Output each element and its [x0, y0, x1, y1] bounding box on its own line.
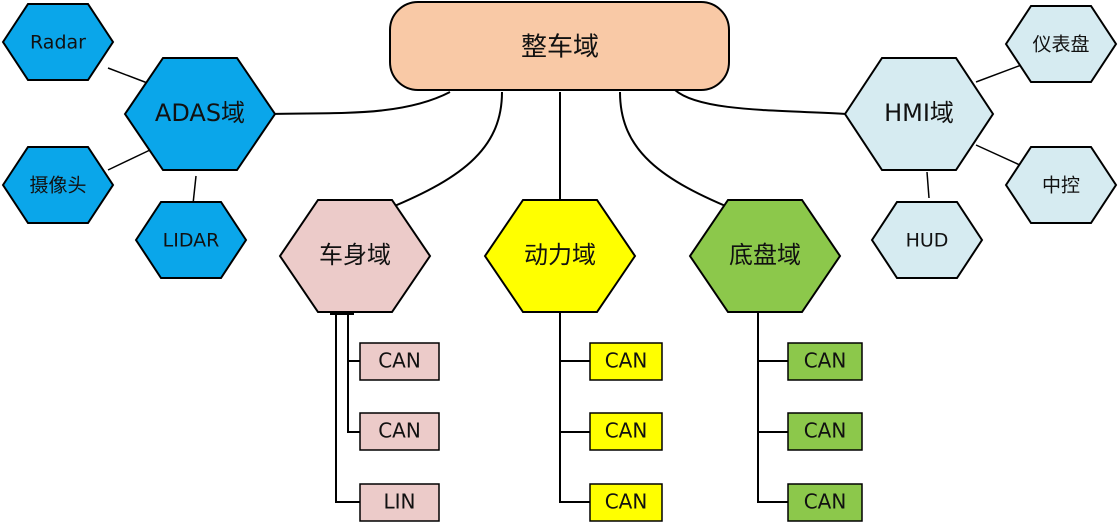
connector-hmi-cluster [975, 63, 1025, 83]
camera-sensor-label: 摄像头 [29, 175, 86, 197]
power-domain-hex [483, 199, 637, 313]
lidar-sensor-label: LIDAR [163, 230, 220, 252]
cluster-device-hex [1004, 5, 1118, 83]
adas-domain: ADAS域 Radar 摄像头 LIDAR [1, 3, 277, 279]
radar-sensor-hex [1, 3, 115, 81]
root-node-box [389, 1, 730, 91]
chassis-domain-label: 底盘域 [729, 241, 801, 269]
hmi-domain-label: HMI域 [884, 99, 954, 127]
bus-trunk-body-outer [335, 314, 360, 503]
connector-root-chassis [619, 91, 741, 213]
connector-root-adas [269, 91, 451, 115]
connector-root-body [379, 91, 503, 213]
bus-trunk-body-inner [347, 314, 360, 433]
hud-device-label: HUD [906, 230, 949, 252]
body-bus-box-1 [359, 342, 440, 381]
chassis-bus-label-3: CAN [804, 490, 847, 514]
lidar-sensor-hex [134, 201, 248, 279]
body-domain-label: 车身域 [319, 241, 391, 269]
bus-trunk-power [559, 310, 590, 503]
body-domain: 车身域 CAN CAN LIN [278, 199, 440, 522]
radar-sensor-label: Radar [30, 32, 86, 54]
body-bus-box-2 [359, 412, 440, 451]
bus-trunk-chassis [757, 310, 788, 503]
chassis-bus-box-3 [787, 483, 863, 522]
connector-adas-camera [107, 149, 151, 171]
adas-domain-label: ADAS域 [155, 99, 245, 127]
cluster-device-label: 仪表盘 [1032, 34, 1089, 56]
connectors [107, 63, 1025, 503]
root-node-label: 整车域 [521, 33, 599, 63]
camera-sensor-hex [1, 146, 115, 224]
connector-root-hmi [674, 89, 849, 115]
power-bus-label-3: CAN [605, 490, 648, 514]
power-bus-label-2: CAN [605, 419, 648, 443]
power-domain-label: 动力域 [524, 241, 596, 269]
power-bus-box-3 [589, 483, 663, 522]
center-console-device-label: 中控 [1042, 175, 1080, 197]
power-bus-box-2 [589, 412, 663, 451]
body-bus-label-1: CAN [378, 349, 421, 373]
chassis-bus-label-2: CAN [804, 419, 847, 443]
chassis-domain: 底盘域 CAN CAN CAN [688, 199, 863, 522]
body-bus-label-2: CAN [378, 419, 421, 443]
center-console-device-hex [1004, 146, 1118, 224]
body-bus-box-3 [359, 483, 440, 522]
connector-hmi-hud [926, 171, 930, 199]
chassis-domain-hex [688, 199, 842, 313]
power-domain: 动力域 CAN CAN CAN [483, 199, 663, 522]
body-bus-label-3: LIN [383, 490, 415, 514]
adas-domain-hex [123, 57, 277, 171]
chassis-bus-label-1: CAN [804, 349, 847, 373]
connector-adas-radar [107, 67, 151, 85]
connector-adas-lidar [192, 175, 197, 205]
root-node: 整车域 [389, 1, 730, 91]
hmi-domain: HMI域 仪表盘 中控 HUD [843, 5, 1118, 279]
power-bus-box-1 [589, 342, 663, 381]
hmi-domain-hex [843, 57, 995, 171]
chassis-bus-box-2 [787, 412, 863, 451]
hud-device-hex [870, 201, 984, 279]
chassis-bus-box-1 [787, 342, 863, 381]
connector-hmi-center-console [975, 144, 1023, 167]
power-bus-label-1: CAN [605, 349, 648, 373]
body-domain-hex [278, 199, 432, 313]
